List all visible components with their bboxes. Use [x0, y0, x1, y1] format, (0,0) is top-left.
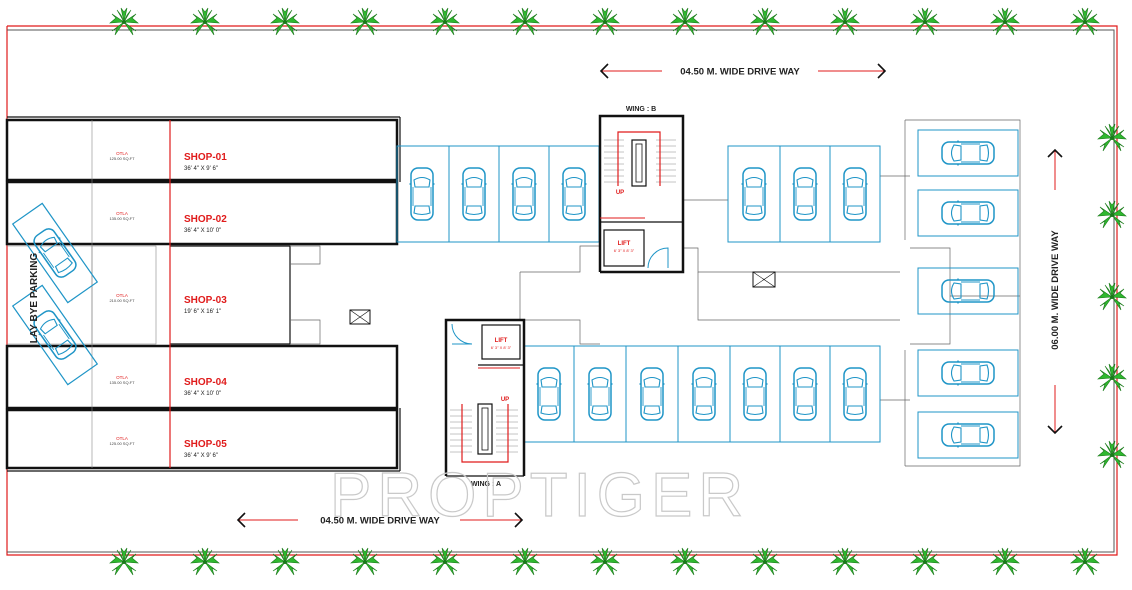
cars-top-left: [408, 167, 588, 221]
shop-05-otla-area: 125.00 SQ.FT: [109, 441, 135, 446]
lift-b-label: LIFT: [618, 241, 631, 247]
shop-03-dim: 19' 6" X 16' 1": [184, 309, 221, 315]
cars-top-right: [740, 167, 869, 221]
shop-04-otla: OTLA: [116, 375, 128, 380]
shop-05: SHOP-05 36' 4" X 9' 6" OTLA 125.00 SQ.FT: [109, 436, 227, 459]
lay-bye-parking: LAY BYE PARKING: [11, 202, 99, 386]
lift-a-label: LIFT: [495, 338, 508, 344]
drive-way-top-label: 04.50 M. WIDE DRIVE WAY: [680, 67, 800, 78]
shop-block: [5, 118, 399, 470]
drive-way-bottom-label: 04.50 M. WIDE DRIVE WAY: [320, 516, 440, 527]
shop-04-otla-area: 135.00 SQ.FT: [109, 380, 135, 385]
lift-b-dim: 6' 3" X 8' 3": [614, 248, 635, 253]
parking-bays-top-left: [396, 145, 600, 243]
stair-a-up: UP: [501, 397, 509, 403]
parking-bays-top-right: [727, 145, 881, 243]
shop-05-dim: 36' 4" X 9' 6": [184, 453, 218, 459]
shop-02: SHOP-02 36' 4" X 10' 0" OTLA 135.00 SQ.F…: [109, 211, 227, 234]
drive-way-right-label: 06.00 M. WIDE DRIVE WAY: [1050, 230, 1061, 350]
shop-01: SHOP-01 36' 4" X 9' 6" OTLA 125.00 SQ.FT: [109, 151, 227, 172]
drive-way-top: 04.50 M. WIDE DRIVE WAY: [599, 63, 887, 79]
shop-03-otla-area: 210.00 SQ.FT: [109, 298, 135, 303]
lift-a-dim: 6' 3" X 8' 3": [491, 345, 512, 350]
wing-a-label: WING : A: [471, 481, 501, 488]
shop-03-name: SHOP-03: [184, 295, 227, 306]
inner-walls: [290, 175, 1020, 401]
shop-05-otla: OTLA: [116, 436, 128, 441]
parking-bays-bottom: [523, 345, 881, 443]
lay-bye-label: LAY BYE PARKING: [29, 253, 40, 344]
wing-b-core: WING : B LIFT 6' 3" X 8' 3" UP: [598, 106, 685, 274]
shop-03: SHOP-03 19' 6" X 16' 1" OTLA 210.00 SQ.F…: [109, 293, 227, 315]
wing-a-core: WING : A LIFT 6' 3" X 8' 3" UP: [444, 318, 526, 488]
shop-03-otla: OTLA: [116, 293, 128, 298]
shop-01-otla-area: 125.00 SQ.FT: [109, 156, 135, 161]
stair-b-up: UP: [616, 190, 624, 196]
shop-02-dim: 36' 4" X 10' 0": [184, 228, 221, 234]
shop-04-dim: 36' 4" X 10' 0": [184, 391, 221, 397]
shaft-right: [752, 271, 776, 288]
drive-way-right: 06.00 M. WIDE DRIVE WAY: [1047, 148, 1063, 435]
shop-02-otla-area: 135.00 SQ.FT: [109, 216, 135, 221]
parking-bays-right: [917, 129, 1019, 459]
shop-01-dim: 36' 4" X 9' 6": [184, 166, 218, 172]
shop-01-otla: OTLA: [116, 151, 128, 156]
site-boundary-outer: [7, 29, 1115, 553]
trees-top: [109, 7, 1100, 36]
shaft-left: [349, 309, 371, 325]
drive-way-bottom: 04.50 M. WIDE DRIVE WAY: [236, 512, 524, 528]
shop-02-name: SHOP-02: [184, 214, 227, 225]
shop-04-name: SHOP-04: [184, 377, 227, 388]
wing-b-label: WING : B: [626, 106, 656, 113]
trees-right: [1097, 123, 1127, 469]
cars-bottom: [535, 367, 869, 421]
watermark: PROPTIGER: [330, 461, 749, 530]
shop-02-otla: OTLA: [116, 211, 128, 216]
shop-04: SHOP-04 36' 4" X 10' 0" OTLA 135.00 SQ.F…: [109, 375, 227, 397]
shop-01-name: SHOP-01: [184, 152, 227, 163]
shop-05-name: SHOP-05: [184, 439, 227, 450]
